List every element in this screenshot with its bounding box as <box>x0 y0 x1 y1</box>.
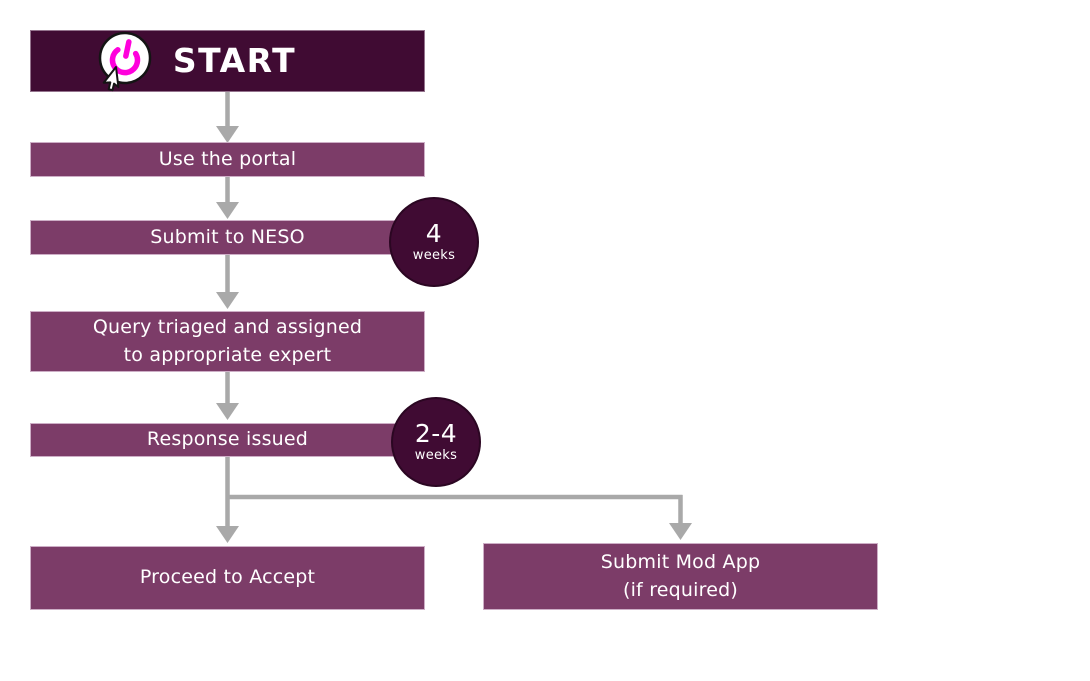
duration-badge-4-weeks: 4 weeks <box>389 197 479 287</box>
node-submit-to-neso: Submit to NESO <box>30 220 425 255</box>
node-label: Submit to NESO <box>150 225 305 248</box>
node-label: Response issued <box>146 428 309 451</box>
start-label: START <box>172 41 297 81</box>
node-use-the-portal: Use the portal <box>30 142 425 177</box>
node-start: START <box>30 30 425 92</box>
node-label-line2: (if required) <box>622 578 739 601</box>
node-label-line2: to appropriate expert <box>123 343 332 366</box>
node-label: Proceed to Accept <box>139 566 316 589</box>
node-submit-mod-app: Submit Mod App (if required) <box>483 543 878 610</box>
duration-badge-2-4-weeks: 2-4 weeks <box>391 397 481 487</box>
power-click-icon <box>91 30 155 94</box>
badge-unit: weeks <box>414 448 458 464</box>
badge-value: 2-4 <box>414 419 458 449</box>
node-label-line1: Query triaged and assigned <box>92 315 363 338</box>
node-response-issued: Response issued <box>30 423 425 457</box>
badge-value: 4 <box>425 219 443 249</box>
node-label: Use the portal <box>158 147 297 170</box>
node-label-line1: Submit Mod App <box>600 550 761 573</box>
badge-unit: weeks <box>412 248 456 264</box>
node-proceed-to-accept: Proceed to Accept <box>30 546 425 610</box>
node-query-triaged: Query triaged and assigned to appropriat… <box>30 311 425 372</box>
